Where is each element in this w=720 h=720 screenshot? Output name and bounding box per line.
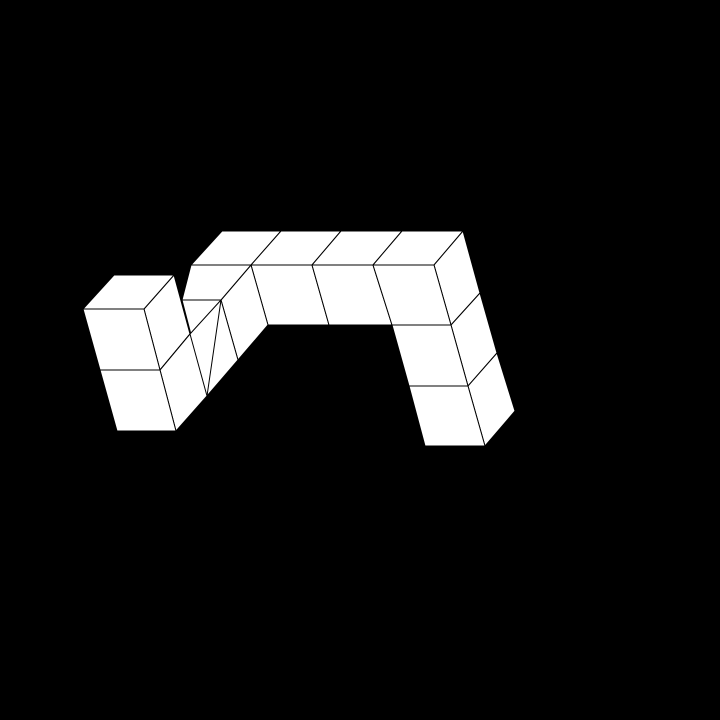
front-face-row-3 [372, 264, 452, 326]
front-face-right-3 [408, 385, 486, 447]
front-face-tower-lower [99, 369, 177, 432]
